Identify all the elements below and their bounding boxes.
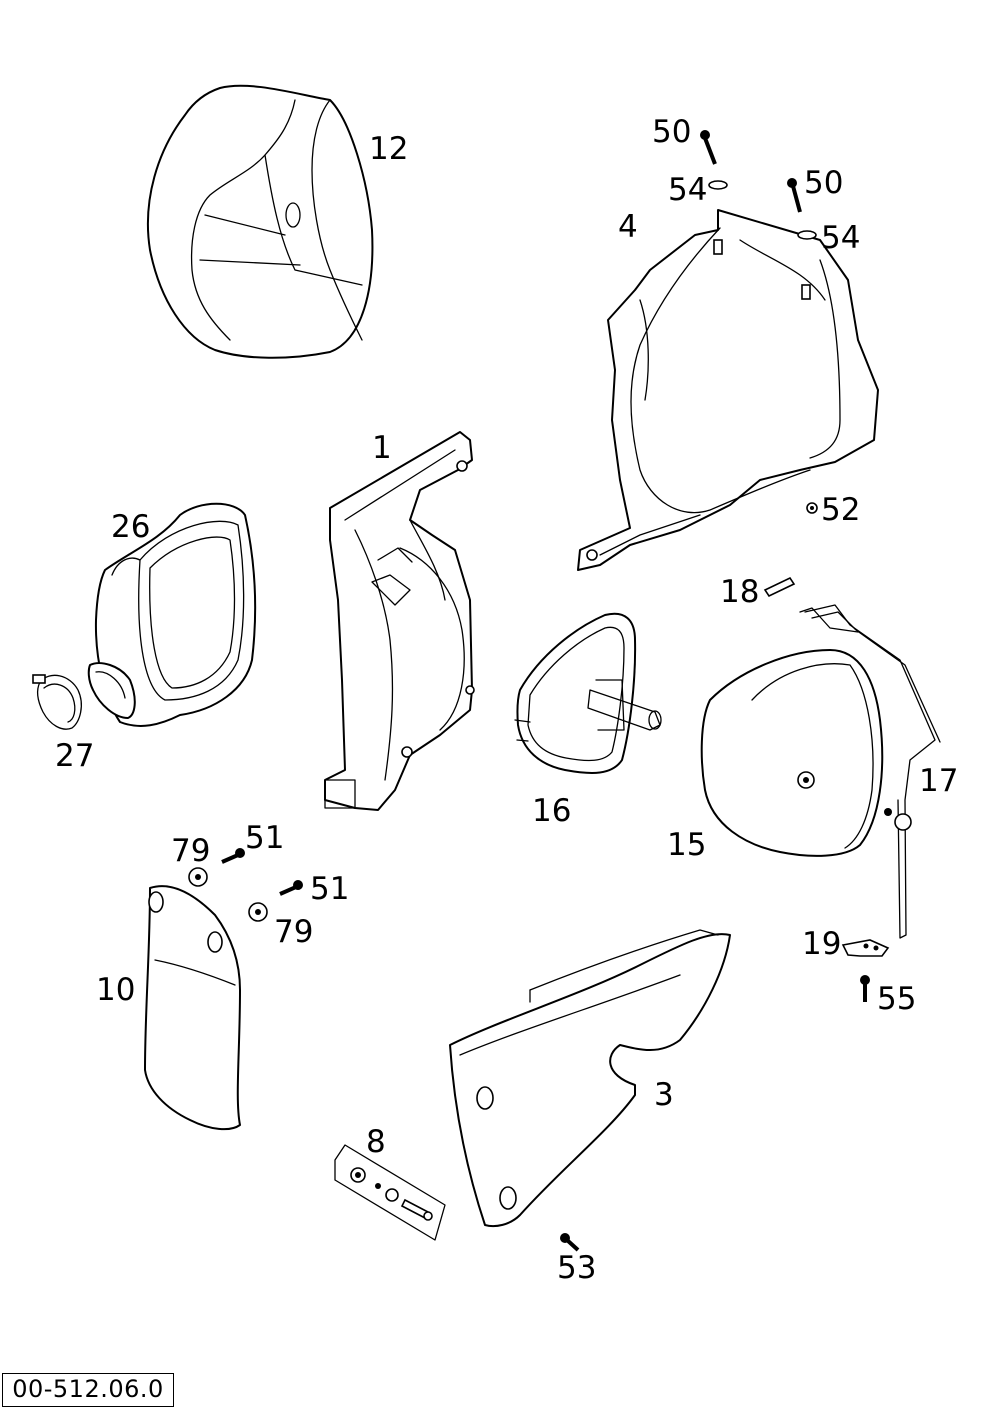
washer-part-54b bbox=[797, 230, 817, 240]
label-part-18: 18 bbox=[720, 574, 759, 610]
label-part-4: 4 bbox=[618, 209, 638, 245]
diagram-reference-code: 00-512.06.0 bbox=[2, 1373, 174, 1407]
label-part-3: 3 bbox=[654, 1077, 674, 1113]
label-part-16: 16 bbox=[532, 793, 571, 829]
inner-fender-part-4 bbox=[577, 209, 879, 571]
label-part-54b: 54 bbox=[821, 220, 860, 256]
label-part-12: 12 bbox=[369, 131, 408, 167]
label-part-51b: 51 bbox=[310, 871, 349, 907]
label-part-15: 15 bbox=[667, 827, 706, 863]
pin-part-18 bbox=[763, 576, 796, 598]
air-filter-part-15 bbox=[700, 649, 884, 857]
label-part-17: 17 bbox=[919, 763, 958, 799]
label-part-55: 55 bbox=[877, 981, 916, 1017]
label-part-1: 1 bbox=[372, 430, 392, 466]
label-part-10: 10 bbox=[96, 972, 135, 1008]
part-labels: 12 50 54 50 54 4 1 26 52 18 27 17 16 79 … bbox=[55, 114, 958, 1286]
mounting-kit-part-8 bbox=[334, 1144, 446, 1241]
label-part-79b: 79 bbox=[274, 914, 313, 950]
bolt-part-50a bbox=[700, 130, 717, 165]
airbox-cover-part-12 bbox=[146, 84, 374, 359]
nut-part-52 bbox=[806, 502, 818, 514]
label-part-51a: 51 bbox=[245, 820, 284, 856]
intake-boot-part-26 bbox=[87, 502, 257, 727]
label-part-26: 26 bbox=[111, 509, 150, 545]
grommet-part-79b bbox=[248, 902, 268, 922]
screw-part-53 bbox=[560, 1233, 580, 1252]
side-cover-part-3 bbox=[449, 929, 731, 1228]
bolt-part-50b bbox=[787, 178, 802, 213]
screw-part-51b bbox=[279, 880, 303, 896]
filter-cage-part-16 bbox=[514, 612, 662, 774]
label-part-79a: 79 bbox=[171, 833, 210, 869]
side-cover-part-10 bbox=[144, 885, 241, 1131]
label-part-27: 27 bbox=[55, 738, 94, 774]
screw-part-55 bbox=[860, 975, 870, 1002]
label-part-50a: 50 bbox=[652, 114, 691, 150]
screw-part-51a bbox=[221, 848, 245, 864]
label-part-8: 8 bbox=[366, 1124, 386, 1160]
grommet-part-79a bbox=[188, 867, 208, 887]
label-part-50b: 50 bbox=[804, 165, 843, 201]
hose-clamp-part-27 bbox=[32, 674, 82, 730]
bracket-part-19 bbox=[841, 939, 890, 957]
retaining-wire-part-17 bbox=[799, 604, 941, 939]
label-part-54a: 54 bbox=[668, 172, 707, 208]
washer-part-54a bbox=[708, 180, 728, 190]
rear-frame-part-1 bbox=[324, 431, 475, 811]
label-part-53: 53 bbox=[557, 1250, 596, 1286]
label-part-52: 52 bbox=[821, 492, 860, 528]
label-part-19: 19 bbox=[802, 926, 841, 962]
